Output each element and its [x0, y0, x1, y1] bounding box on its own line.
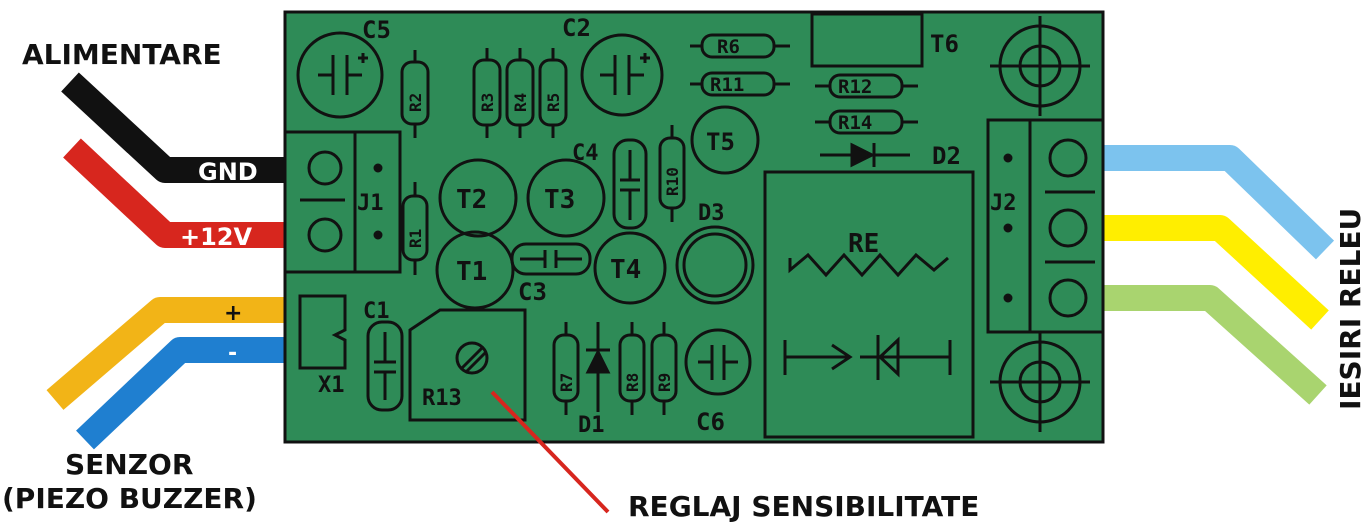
- transistor-t2: [438, 158, 518, 238]
- label-j2: J2: [990, 191, 1017, 216]
- label-r9: R9: [655, 373, 674, 392]
- label-c1: C1: [363, 299, 390, 324]
- label-r12: R12: [838, 76, 872, 98]
- label-r1: R1: [406, 229, 425, 248]
- label-t6: T6: [930, 30, 959, 58]
- resistor-r7: [552, 322, 580, 415]
- v12-wire: [63, 138, 300, 248]
- connector-x1: [298, 294, 347, 370]
- capacitor-c3: [510, 242, 592, 276]
- label-r4: R4: [511, 93, 530, 112]
- resistor-r4: [505, 48, 535, 138]
- label-r2: R2: [406, 93, 425, 112]
- label-r14: R14: [838, 112, 872, 134]
- label-j1: J1: [357, 191, 384, 216]
- resistor-r11: [690, 71, 790, 97]
- label-r5: R5: [544, 93, 563, 112]
- v12-label: +12V: [180, 223, 253, 251]
- label-t3: T3: [544, 185, 575, 215]
- transistor-t4: [593, 231, 667, 305]
- label-d1: D1: [578, 413, 605, 438]
- resistor-r1: [401, 182, 429, 275]
- transistor-t3: [526, 158, 606, 238]
- label-r11: R11: [710, 74, 744, 96]
- gnd-wire: [61, 72, 300, 183]
- diode-d2: [820, 142, 910, 168]
- resistor-r9: [650, 322, 678, 415]
- resistor-r3: [472, 48, 502, 138]
- capacitor-c4: [612, 138, 648, 230]
- gnd-label: GND: [198, 158, 258, 186]
- label-r8: R8: [623, 373, 642, 392]
- resistor-r8: [618, 322, 646, 415]
- resistor-r14: [815, 109, 918, 135]
- power-callout: ALIMENTARE: [22, 38, 222, 71]
- terminal-j2: [986, 118, 1105, 334]
- label-c2: C2: [562, 14, 591, 42]
- resistor-r2: [400, 50, 430, 138]
- label-t5: T5: [706, 128, 735, 156]
- label-re: RE: [848, 229, 879, 259]
- capacitor-c5: [296, 31, 384, 119]
- transistor-t5: [690, 105, 760, 175]
- relay-outputs-callout: IESIRI RELEU: [1334, 208, 1365, 410]
- transistor-t1: [435, 230, 515, 310]
- label-r3: R3: [478, 93, 497, 112]
- diode-d1: [585, 322, 611, 412]
- relay-re: [763, 170, 975, 439]
- output-wire-2: [1090, 215, 1329, 330]
- label-c5: C5: [362, 16, 391, 44]
- terminal-j1: [283, 130, 402, 274]
- sensitivity-callout: REGLAJ SENSIBILITATE: [628, 490, 979, 523]
- resistor-r6: [690, 33, 790, 59]
- label-r13: R13: [422, 386, 462, 411]
- capacitor-c6: [684, 328, 752, 396]
- label-d3: D3: [698, 201, 725, 226]
- capacitor-c2: [580, 33, 664, 117]
- label-r10: R10: [663, 167, 682, 196]
- sensitivity-pointer: [490, 390, 610, 514]
- label-c6: C6: [696, 408, 725, 436]
- label-t4: T4: [610, 255, 641, 285]
- minus-wire: [76, 337, 300, 450]
- label-c3: C3: [518, 278, 547, 306]
- label-d2: D2: [932, 142, 961, 170]
- label-t1: T1: [456, 257, 487, 287]
- label-r6: R6: [717, 36, 740, 58]
- pcb-board: J1 J2 X1 C5: [283, 10, 1105, 444]
- output-wire-3: [1090, 285, 1327, 405]
- plus-label: +: [224, 301, 242, 326]
- output-wire-1: [1090, 145, 1335, 260]
- plus-wire: [46, 297, 300, 410]
- trimmer-r13: [408, 308, 527, 422]
- resistor-r5: [538, 48, 568, 138]
- label-t2: T2: [456, 185, 487, 215]
- sensor-callout-line2: (PIEZO BUZZER): [2, 482, 257, 515]
- resistor-r10: [658, 125, 686, 222]
- mounting-hole-bottom: [990, 332, 1090, 432]
- capacitor-c1: [366, 320, 404, 412]
- label-x1: X1: [318, 373, 345, 398]
- label-r7: R7: [557, 373, 576, 392]
- mounting-hole-top: [990, 16, 1090, 116]
- sensor-callout-line1: SENZOR: [65, 448, 193, 481]
- led-d3: [675, 225, 755, 305]
- resistor-r12: [815, 73, 918, 99]
- pcb-substrate: [283, 10, 1105, 444]
- minus-label: -: [228, 341, 237, 366]
- transistor-t6: [810, 12, 924, 68]
